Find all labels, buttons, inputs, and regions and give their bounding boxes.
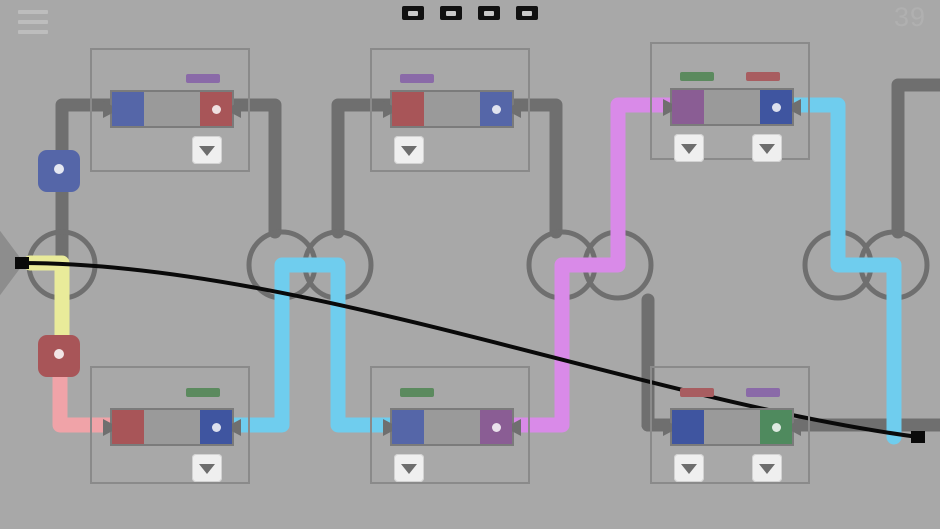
machine-output-notch [232, 419, 241, 436]
goal-chip [440, 6, 462, 20]
dropdown-top-right-left[interactable] [674, 134, 704, 162]
wire-cyan [222, 97, 902, 445]
machine-output-notch [512, 419, 521, 436]
module-bottom-right[interactable] [650, 366, 810, 484]
hamburger-bar [18, 10, 48, 14]
machine-input-slot[interactable] [672, 410, 704, 444]
wire-yellow [22, 255, 70, 353]
machine-input-slot[interactable] [392, 92, 424, 126]
dropdown-bottom-right-right[interactable] [752, 454, 782, 482]
machine-output-slot[interactable] [760, 410, 792, 444]
curve-end-anchor [911, 431, 925, 443]
valve-blue[interactable] [38, 150, 80, 192]
dropdown-top-right-right[interactable] [752, 134, 782, 162]
dropdown-bottom-right-left[interactable] [674, 454, 704, 482]
machine-input-notch [663, 419, 672, 436]
machine-output-slot[interactable] [480, 410, 512, 444]
machine-input-slot[interactable] [392, 410, 424, 444]
goal-chip [478, 6, 500, 20]
hamburger-menu-icon[interactable] [18, 10, 48, 34]
hamburger-bar [18, 30, 48, 34]
machine-body[interactable] [383, 90, 521, 128]
module-tag-right [746, 388, 780, 397]
slot-indicator-dot [492, 105, 501, 114]
machine-input-notch [103, 101, 112, 118]
machine-core [144, 410, 200, 444]
module-top-left[interactable] [90, 48, 250, 172]
machine-output-notch [512, 101, 521, 118]
dropdown-bottom-left-right[interactable] [192, 454, 222, 482]
hamburger-bar [18, 20, 48, 24]
slot-indicator-dot [492, 423, 501, 432]
wire-magenta [502, 97, 684, 433]
machine-output-slot[interactable] [480, 92, 512, 126]
module-tag-left [400, 388, 434, 397]
machine-output-notch [792, 99, 801, 116]
module-tag-left [400, 74, 434, 83]
machine-output-slot[interactable] [200, 92, 232, 126]
module-top-right[interactable] [650, 42, 810, 162]
machine-core [424, 410, 480, 444]
level-counter: 39 [893, 2, 926, 32]
machine-output-notch [232, 101, 241, 118]
machine-input-slot[interactable] [112, 410, 144, 444]
module-top-center[interactable] [370, 48, 530, 172]
module-tag-left [680, 388, 714, 397]
machine-core [424, 92, 480, 126]
junction-rings [26, 229, 930, 301]
machine-body[interactable] [103, 408, 241, 446]
goal-chip [402, 6, 424, 20]
dropdown-top-center-left[interactable] [394, 136, 424, 164]
slot-indicator-dot [772, 423, 781, 432]
machine-core [144, 92, 200, 126]
module-tag-left [680, 72, 714, 81]
module-tag-right [746, 72, 780, 81]
slot-indicator-dot [772, 103, 781, 112]
machine-output-notch [792, 419, 801, 436]
dropdown-top-left-right[interactable] [192, 136, 222, 164]
goal-indicator-bar [0, 6, 940, 20]
machine-body[interactable] [383, 408, 521, 446]
valve-indicator-dot [54, 348, 64, 359]
machine-body[interactable] [663, 88, 801, 126]
module-bottom-center[interactable] [370, 366, 530, 484]
module-tag-right [186, 74, 220, 83]
machine-output-slot[interactable] [200, 410, 232, 444]
valve-indicator-dot [54, 163, 64, 174]
module-bottom-left[interactable] [90, 366, 250, 484]
goal-chip [516, 6, 538, 20]
machine-body[interactable] [663, 408, 801, 446]
machine-core [704, 410, 760, 444]
curve-start-anchor [15, 257, 29, 269]
valve-red[interactable] [38, 335, 80, 377]
slot-indicator-dot [212, 423, 221, 432]
wire-pink [52, 357, 126, 433]
dropdown-bottom-center-left[interactable] [394, 454, 424, 482]
machine-input-notch [383, 419, 392, 436]
machine-input-slot[interactable] [112, 92, 144, 126]
machine-body[interactable] [103, 90, 241, 128]
machine-input-slot[interactable] [672, 90, 704, 124]
machine-core [704, 90, 760, 124]
machine-input-notch [663, 99, 672, 116]
machine-output-slot[interactable] [760, 90, 792, 124]
slot-indicator-dot [212, 105, 221, 114]
machine-input-notch [103, 419, 112, 436]
module-tag-right [186, 388, 220, 397]
machine-input-notch [383, 101, 392, 118]
